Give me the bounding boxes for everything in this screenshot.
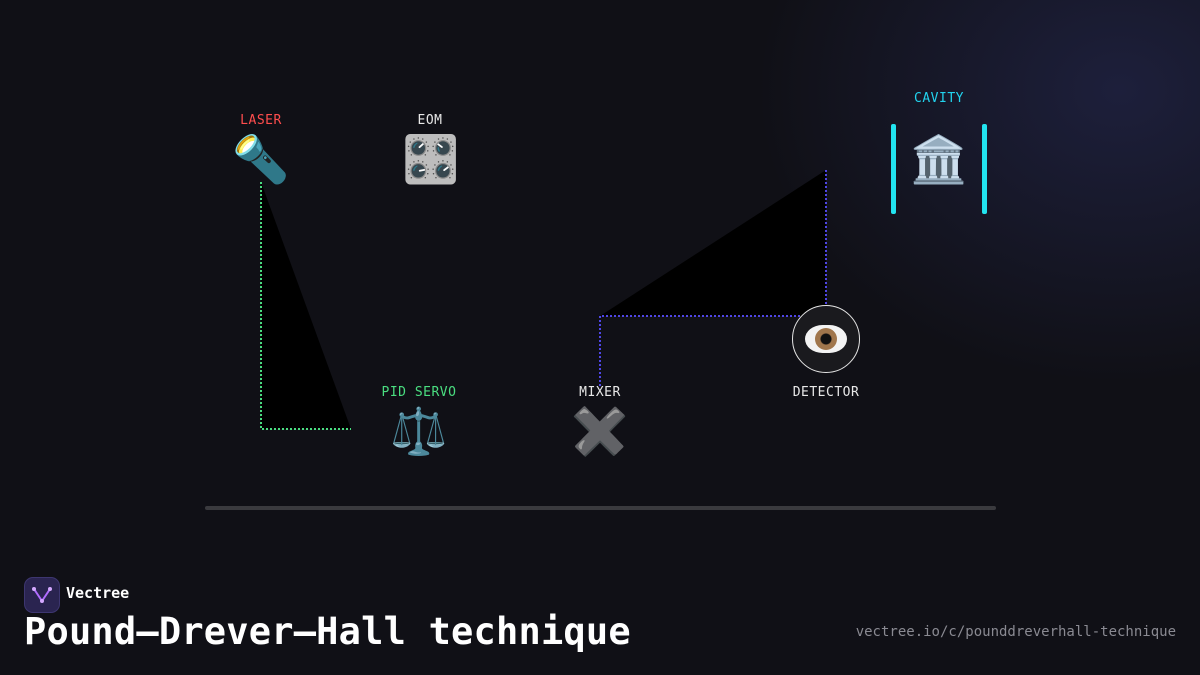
- laser-pid-link-fill: [261, 182, 351, 429]
- page-url[interactable]: vectree.io/c/pounddreverhall-technique: [855, 624, 1176, 640]
- laser-label: LASER: [240, 113, 282, 128]
- detector-node[interactable]: [792, 305, 860, 373]
- mixer-label: MIXER: [579, 385, 621, 400]
- detector-mixer-link: [599, 170, 827, 386]
- eom-label: EOM: [417, 113, 443, 128]
- cavity-left-mirror: [891, 124, 896, 214]
- balance-scale-icon[interactable]: ⚖️: [390, 404, 448, 458]
- flashlight-icon[interactable]: 🔦: [232, 132, 290, 186]
- cavity-right-mirror: [982, 124, 987, 214]
- detector-label: DETECTOR: [792, 385, 860, 400]
- classical-building-icon[interactable]: 🏛️: [910, 132, 968, 186]
- page-title: Pound–Drever–Hall technique: [24, 610, 631, 653]
- vectree-logo-icon: [24, 577, 60, 613]
- control-knobs-icon[interactable]: 🎛️: [402, 132, 460, 186]
- brand-name: Vectree: [66, 584, 130, 602]
- pid-servo-label: PID SERVO: [381, 385, 457, 400]
- eye-icon: [805, 325, 847, 353]
- cavity-label: CAVITY: [914, 91, 964, 106]
- detector-mixer-link-fill: [600, 170, 826, 316]
- multiply-x-icon[interactable]: ✖️: [571, 404, 629, 458]
- progress-track[interactable]: [205, 506, 996, 510]
